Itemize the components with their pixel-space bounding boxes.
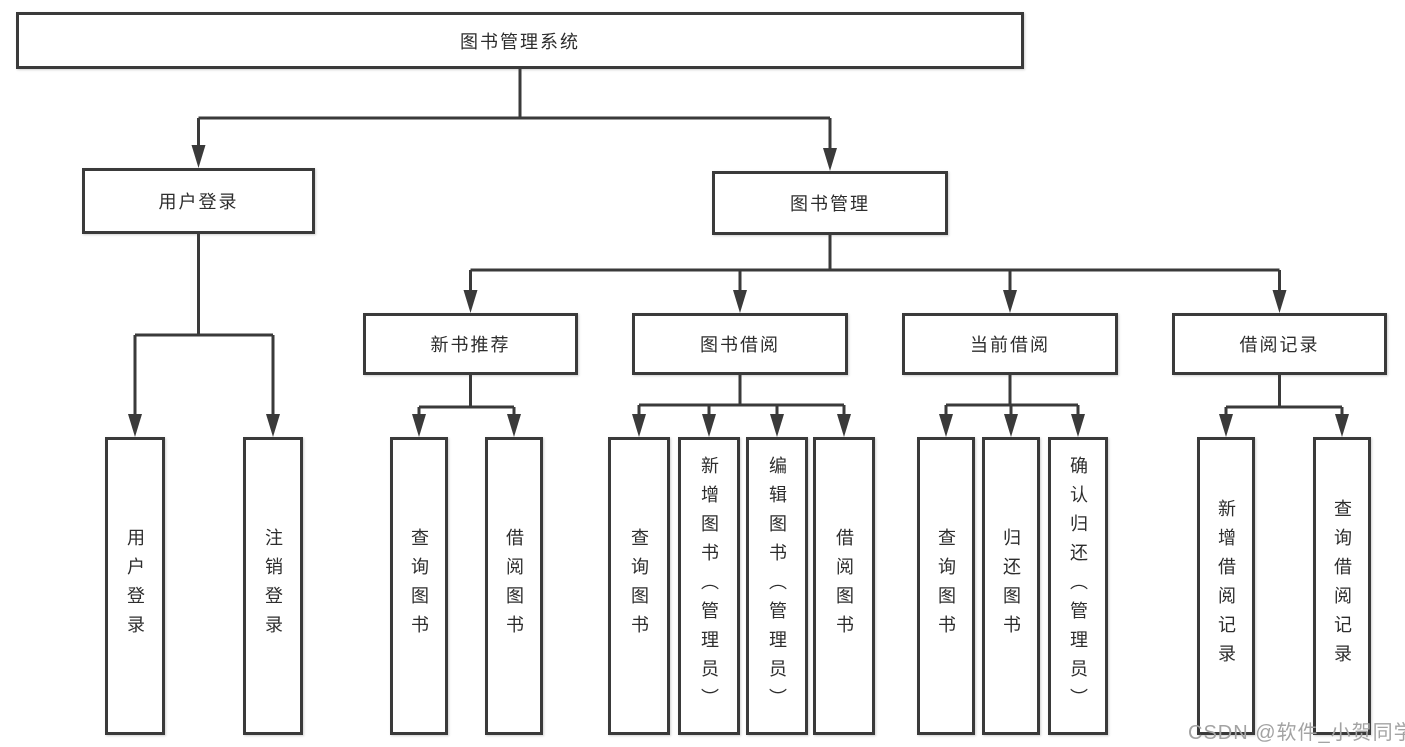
- leaf-cb-confirm-return-admin-label: 确认归还（管理员）: [1068, 455, 1088, 717]
- leaf-cb-query-books: 查询图书: [917, 437, 975, 735]
- node-book-management: 图书管理: [712, 171, 948, 235]
- leaf-cb-confirm-return-admin: 确认归还（管理员）: [1048, 437, 1108, 735]
- node-root: 图书管理系统: [16, 12, 1024, 69]
- node-borrowing-records: 借阅记录: [1172, 313, 1387, 375]
- leaf-br-query-record: 查询借阅记录: [1313, 437, 1371, 735]
- node-new-book-recommend-label: 新书推荐: [430, 335, 511, 355]
- leaf-logout-label: 注销登录: [263, 528, 283, 644]
- node-book-borrowing: 图书借阅: [632, 313, 848, 375]
- node-current-borrowing-label: 当前借阅: [970, 335, 1050, 355]
- leaf-nbr-borrow-books: 借阅图书: [485, 437, 543, 735]
- leaf-bb-borrow-books: 借阅图书: [813, 437, 875, 735]
- node-user-login-label: 用户登录: [158, 192, 239, 212]
- leaf-br-add-record: 新增借阅记录: [1197, 437, 1255, 735]
- connector-root-to-level2: [197, 69, 832, 153]
- node-borrowing-records-label: 借阅记录: [1239, 335, 1320, 355]
- leaf-logout: 注销登录: [243, 437, 303, 735]
- leaf-bb-query-books-label: 查询图书: [629, 528, 649, 644]
- connector-bookborrow-to-leaves: [637, 375, 846, 420]
- leaf-user-login: 用户登录: [105, 437, 165, 735]
- leaf-br-query-record-label: 查询借阅记录: [1332, 499, 1352, 673]
- node-current-borrowing: 当前借阅: [902, 313, 1118, 375]
- leaf-cb-return-books-label: 归还图书: [1001, 528, 1021, 644]
- leaf-br-add-record-label: 新增借阅记录: [1216, 499, 1236, 673]
- leaf-bb-add-books-admin-label: 新增图书（管理员）: [699, 455, 719, 717]
- watermark: CSDN @软件_小贺同学: [1188, 722, 1405, 744]
- leaf-bb-add-books-admin: 新增图书（管理员）: [678, 437, 740, 735]
- connector-userlogin-to-leaves: [133, 234, 275, 420]
- node-new-book-recommend: 新书推荐: [363, 313, 578, 375]
- leaf-cb-query-books-label: 查询图书: [936, 528, 956, 644]
- connector-records-to-leaves: [1224, 375, 1344, 420]
- connector-bookmgmt-to-groups: [469, 235, 1281, 295]
- leaf-bb-borrow-books-label: 借阅图书: [834, 528, 854, 644]
- leaf-bb-edit-books-admin-label: 编辑图书（管理员）: [767, 455, 787, 717]
- leaf-user-login-label: 用户登录: [125, 528, 145, 644]
- leaf-nbr-borrow-books-label: 借阅图书: [504, 528, 524, 644]
- leaf-nbr-query-books: 查询图书: [390, 437, 448, 735]
- connector-currentborrow-to-leaves: [944, 375, 1080, 420]
- leaf-nbr-query-books-label: 查询图书: [409, 528, 429, 644]
- leaf-bb-query-books: 查询图书: [608, 437, 670, 735]
- node-book-borrowing-label: 图书借阅: [700, 335, 780, 355]
- node-root-label: 图书管理系统: [460, 31, 580, 52]
- node-user-login: 用户登录: [82, 168, 315, 234]
- leaf-bb-edit-books-admin: 编辑图书（管理员）: [746, 437, 808, 735]
- connector-newbook-to-leaves: [417, 375, 516, 420]
- leaf-cb-return-books: 归还图书: [982, 437, 1040, 735]
- node-book-management-label: 图书管理: [790, 194, 870, 214]
